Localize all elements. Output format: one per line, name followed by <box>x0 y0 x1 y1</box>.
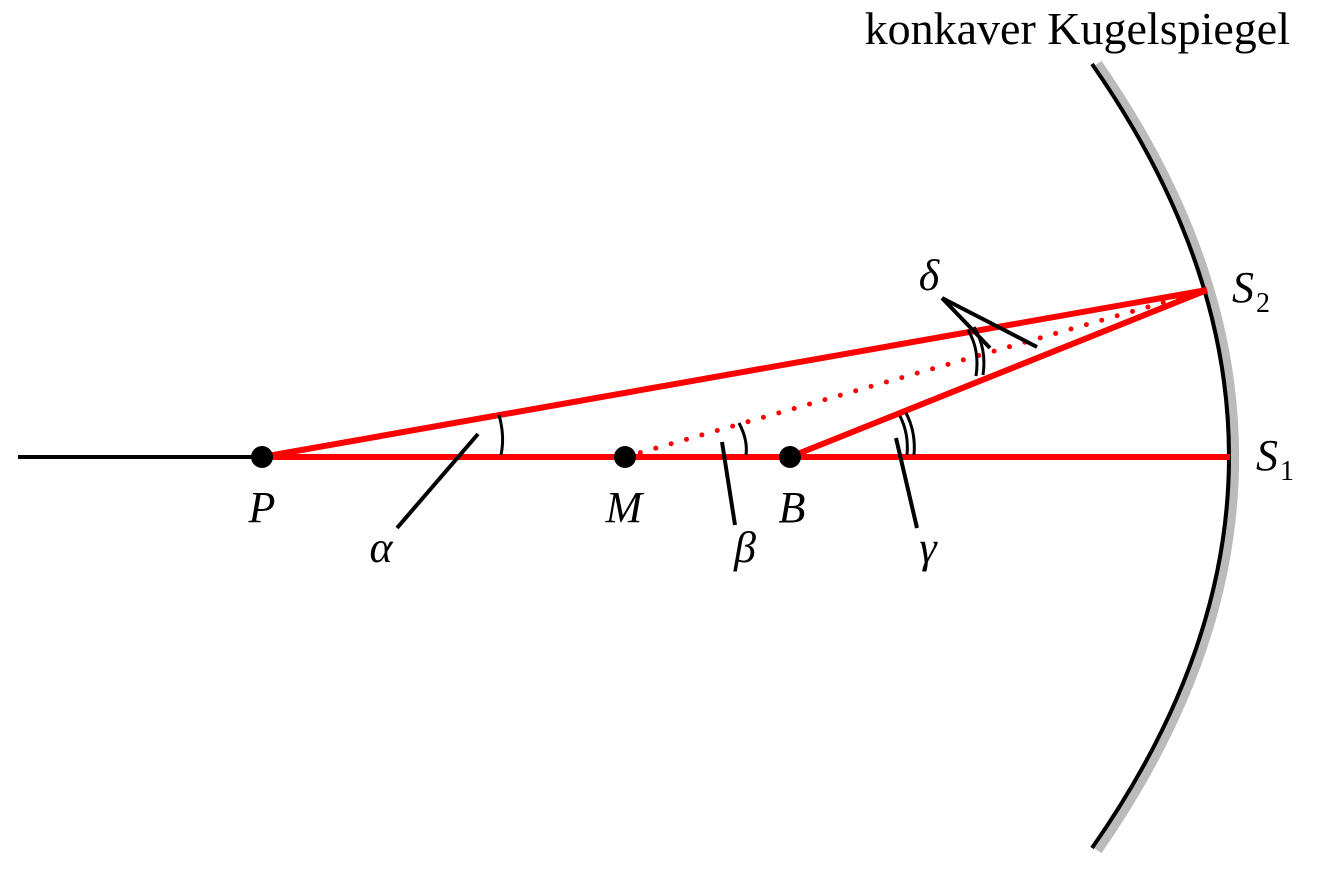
diagram-title: konkaver Kugelspiegel <box>865 3 1290 54</box>
label-gamma: γ <box>919 523 938 572</box>
incident-ray <box>261 287 1208 460</box>
label-alpha: α <box>369 523 393 572</box>
label-m: M <box>605 483 645 532</box>
alpha-leader <box>395 432 480 530</box>
label-s1-base: S <box>1256 431 1278 480</box>
label-delta: δ <box>919 251 941 300</box>
label-s2-sub: 2 <box>1256 288 1270 319</box>
delta-leader-2 <box>941 296 1038 349</box>
gamma-arc-inner <box>898 415 909 456</box>
label-s1: S1 <box>1256 431 1294 487</box>
delta-leader-1 <box>940 296 992 350</box>
label-s2-base: S <box>1232 263 1254 312</box>
label-s2: S2 <box>1232 263 1270 319</box>
alpha-arc <box>497 414 505 456</box>
beta-arc <box>737 422 748 456</box>
gamma-arc-outer <box>904 412 916 456</box>
normal-line <box>622 287 1210 460</box>
label-s1-sub: 1 <box>1280 456 1294 487</box>
reflected-ray <box>788 287 1209 460</box>
mirror-backing <box>1092 60 1239 854</box>
point-p <box>251 446 273 468</box>
delta-arc-inner <box>966 329 979 377</box>
point-b <box>779 446 801 468</box>
label-beta: β <box>733 523 756 572</box>
beta-leader <box>720 441 737 526</box>
label-p: P <box>248 483 276 532</box>
gamma-leader <box>894 437 919 529</box>
point-m <box>614 446 636 468</box>
label-b: B <box>779 483 806 532</box>
